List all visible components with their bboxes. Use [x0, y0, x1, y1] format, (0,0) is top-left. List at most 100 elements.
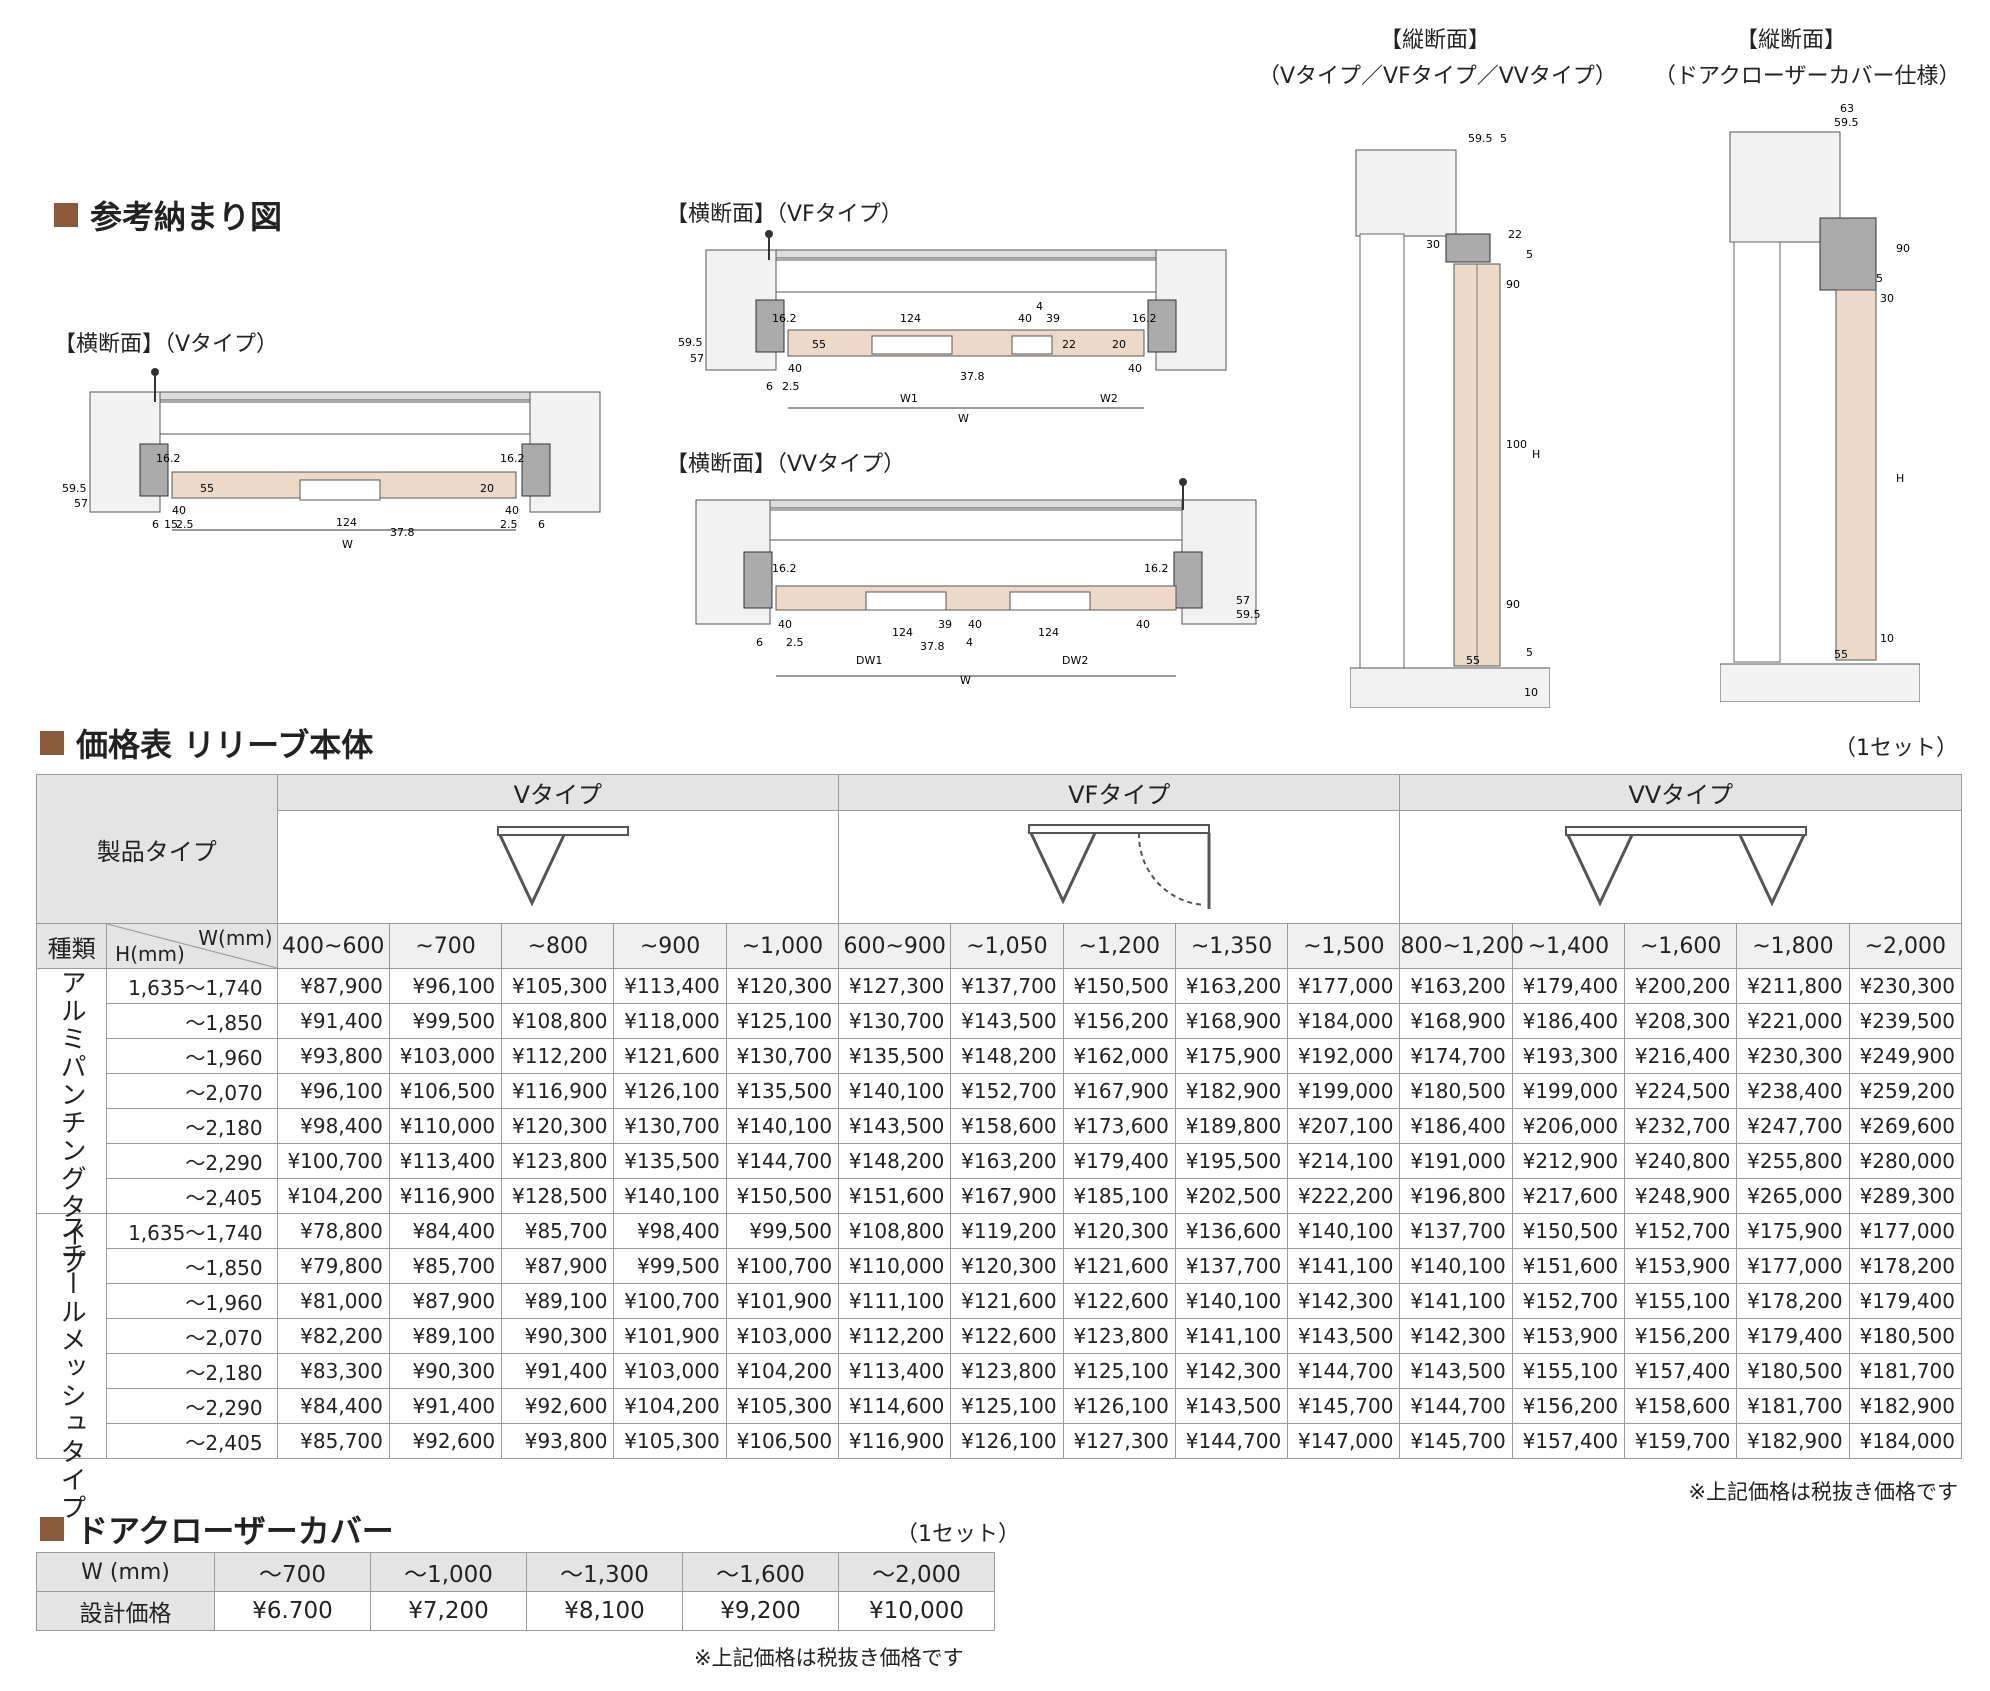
price-cell: ¥93,800: [501, 1423, 615, 1459]
vertical-door-caption2: （ドアクローザーカバー仕様）: [1654, 64, 1961, 89]
price-cell: ¥118,000: [613, 1003, 727, 1039]
table-row: ～2,290¥100,700¥113,400¥123,800¥135,500¥1…: [37, 1143, 1963, 1179]
price-cell: ¥177,000: [1848, 1213, 1963, 1249]
dim-59-5: 59.5: [1236, 608, 1261, 621]
dim-4: 4: [966, 636, 973, 649]
height-range-cell: ～1,850: [106, 1248, 278, 1284]
price-cell: ¥230,300: [1736, 1038, 1850, 1074]
height-range-cell: ～2,290: [106, 1143, 278, 1179]
price-cell: ¥120,300: [950, 1248, 1064, 1284]
width-header: ~1,800: [1736, 923, 1850, 969]
price-cell: ¥238,400: [1736, 1073, 1850, 1109]
price-cell: ¥168,900: [1399, 1003, 1513, 1039]
price-cell: ¥144,700: [1399, 1388, 1513, 1424]
dim-2-5: 2.5: [782, 380, 800, 393]
price-cell: ¥175,900: [1174, 1038, 1289, 1074]
price-cell: ¥84,400: [276, 1388, 390, 1424]
price-cell: ¥87,900: [276, 968, 390, 1004]
vf-type-icon-cell: [838, 810, 1401, 924]
price-cell: ¥103,000: [388, 1038, 503, 1074]
price-cell: ¥112,200: [838, 1318, 952, 1354]
price-cell: ¥249,900: [1848, 1038, 1963, 1074]
dim-h: H: [1896, 472, 1904, 485]
table-row: ～2,070¥82,200¥89,100¥90,300¥101,900¥103,…: [37, 1318, 1963, 1354]
price-cell: ¥89,100: [388, 1318, 503, 1354]
h-w-corner-cell: W(mm) H(mm): [106, 923, 278, 969]
price-cell: ¥144,700: [725, 1143, 840, 1179]
price-cell: ¥91,400: [388, 1388, 503, 1424]
section-square-icon: [40, 731, 64, 755]
price-cell: ¥177,000: [1736, 1248, 1850, 1284]
price-cell: ¥137,700: [1399, 1213, 1513, 1249]
price-cell: ¥150,500: [725, 1178, 840, 1214]
price-cell: ¥103,000: [725, 1318, 840, 1354]
price-cell: ¥143,500: [1287, 1318, 1401, 1354]
price-cell: ¥113,400: [613, 968, 727, 1004]
dim-63: 63: [1840, 102, 1854, 115]
price-cell: ¥122,600: [950, 1318, 1064, 1354]
dim-16-2-left: 16.2: [772, 312, 797, 325]
vertical-v-caption2: （Vタイプ／VFタイプ／VVタイプ）: [1258, 64, 1617, 89]
price-cell: ¥142,300: [1287, 1283, 1401, 1319]
price-cell: ¥179,400: [1848, 1283, 1963, 1319]
price-cell: ¥162,000: [1062, 1038, 1176, 1074]
price-cell: ¥195,500: [1174, 1143, 1289, 1179]
price-cell: ¥120,300: [1062, 1213, 1176, 1249]
width-header: ~1,400: [1511, 923, 1626, 969]
price-cell: ¥103,000: [613, 1353, 727, 1389]
door-section-title: ドアクローザーカバー: [40, 1506, 394, 1552]
door-price-cell: ¥9,200: [682, 1591, 839, 1631]
dim-6: 6: [756, 636, 763, 649]
price-cell: ¥182,900: [1736, 1423, 1850, 1459]
price-cell: ¥101,900: [725, 1283, 840, 1319]
price-cell: ¥142,300: [1399, 1318, 1513, 1354]
price-cell: ¥145,700: [1287, 1388, 1401, 1424]
vf-type-shape-icon: [1028, 823, 1211, 909]
price-cell: ¥196,800: [1399, 1178, 1513, 1214]
price-cell: ¥121,600: [613, 1038, 727, 1074]
width-header: 800~1,200: [1399, 923, 1524, 969]
height-range-cell: ～2,290: [106, 1388, 278, 1424]
ref-section-title: 参考納まり図: [54, 192, 282, 238]
price-cell: ¥144,700: [1174, 1423, 1289, 1459]
dim-59-5: 59.5: [62, 482, 87, 495]
price-cell: ¥140,100: [838, 1073, 952, 1109]
dim-124-right: 124: [1038, 626, 1059, 639]
dim-dw1: DW1: [856, 654, 882, 667]
vertical-door-section-diagram: 63 59.5 5 30 90 H 10 55: [1720, 102, 1920, 702]
dim-55: 55: [1834, 648, 1848, 661]
price-cell: ¥143,500: [950, 1003, 1064, 1039]
price-cell: ¥137,700: [1174, 1248, 1289, 1284]
price-cell: ¥148,200: [950, 1038, 1064, 1074]
price-cell: ¥98,400: [613, 1213, 727, 1249]
door-price-cell: ¥6.700: [214, 1591, 371, 1631]
width-header: ~1,500: [1287, 923, 1401, 969]
dim-90-bottom: 90: [1506, 598, 1520, 611]
price-cell: ¥182,900: [1174, 1073, 1289, 1109]
table-row: ～1,850¥91,400¥99,500¥108,800¥118,000¥125…: [37, 1003, 1963, 1039]
price-cell: ¥123,800: [501, 1143, 615, 1179]
price-cell: ¥189,800: [1174, 1108, 1289, 1144]
height-range-cell: ～2,405: [106, 1178, 278, 1214]
dim-6: 6: [766, 380, 773, 393]
price-cell: ¥119,200: [950, 1213, 1064, 1249]
dim-40: 40: [1018, 312, 1032, 325]
price-cell: ¥91,400: [276, 1003, 390, 1039]
dim-22: 22: [1062, 338, 1076, 351]
price-cell: ¥180,500: [1736, 1353, 1850, 1389]
price-cell: ¥184,000: [1848, 1423, 1963, 1459]
dim-5: 5: [1876, 272, 1883, 285]
dim-40-b: 40: [968, 618, 982, 631]
price-cell: ¥173,600: [1062, 1108, 1176, 1144]
dim-30: 30: [1880, 292, 1894, 305]
type-header-v: Vタイプ: [276, 774, 840, 811]
dim-2-5-right: 2.5: [500, 518, 518, 531]
height-range-cell: ～1,960: [106, 1283, 278, 1319]
price-cell: ¥99,500: [725, 1213, 840, 1249]
price-cell: ¥125,100: [1062, 1353, 1176, 1389]
price-cell: ¥78,800: [276, 1213, 390, 1249]
width-header: ~1,200: [1062, 923, 1176, 969]
price-cell: ¥125,100: [950, 1388, 1064, 1424]
price-cell: ¥152,700: [950, 1073, 1064, 1109]
